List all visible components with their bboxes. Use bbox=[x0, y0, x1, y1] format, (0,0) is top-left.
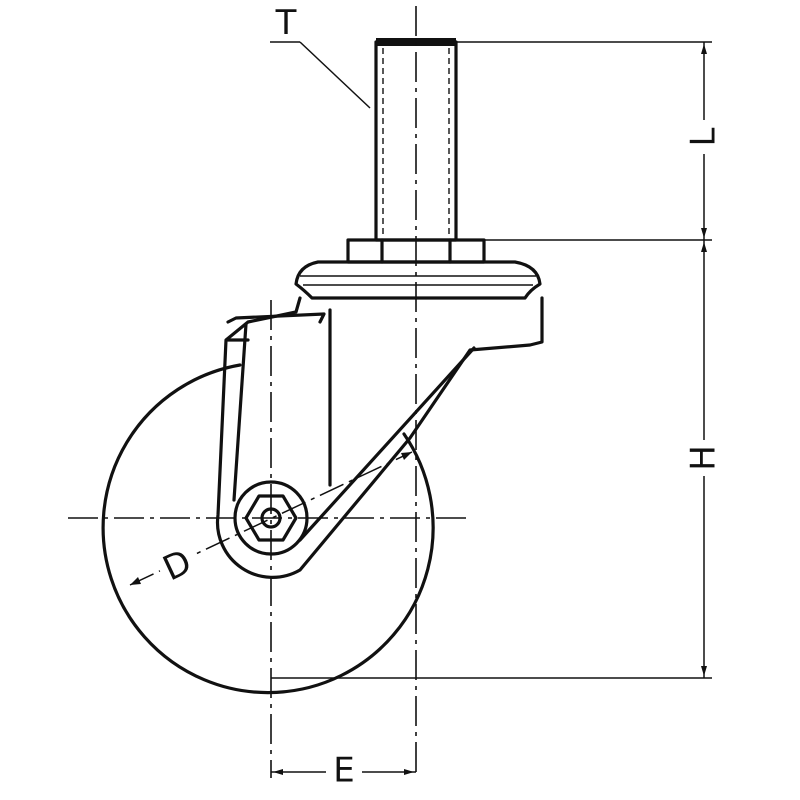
fork-leg-inner-left bbox=[232, 322, 248, 502]
d-arrow-lower bbox=[130, 577, 141, 585]
swivel-plate bbox=[294, 260, 542, 300]
e-arrow-left bbox=[273, 769, 283, 775]
l-arrow-top bbox=[701, 44, 707, 54]
d-arrow-upper bbox=[401, 452, 412, 460]
h-arrow-bottom bbox=[701, 666, 707, 676]
d-label: D bbox=[157, 542, 198, 589]
e-label: E bbox=[333, 751, 354, 791]
centerlines bbox=[68, 6, 470, 778]
fork-rib bbox=[298, 346, 476, 542]
e-label-gap bbox=[326, 752, 362, 788]
l-label-gap bbox=[690, 120, 720, 154]
wheel-outline bbox=[101, 363, 435, 695]
h-label: H bbox=[684, 445, 724, 471]
dimension-h: H bbox=[271, 240, 724, 679]
dimension-t: T bbox=[270, 3, 371, 109]
h-label-gap bbox=[690, 440, 720, 476]
wheel bbox=[101, 363, 435, 695]
dimension-e: E bbox=[271, 751, 416, 791]
e-arrow-right bbox=[404, 769, 414, 775]
l-arrow-bottom bbox=[701, 228, 707, 238]
l-label: L bbox=[684, 127, 724, 146]
fork-outline bbox=[215, 296, 544, 579]
swivel-plate-body bbox=[294, 260, 542, 300]
fork bbox=[215, 296, 544, 579]
d-label-gap bbox=[154, 543, 202, 591]
t-leader-line bbox=[299, 41, 371, 109]
h-arrow-top bbox=[701, 242, 707, 252]
t-label: T bbox=[275, 3, 297, 43]
dimension-l: L bbox=[456, 41, 724, 241]
